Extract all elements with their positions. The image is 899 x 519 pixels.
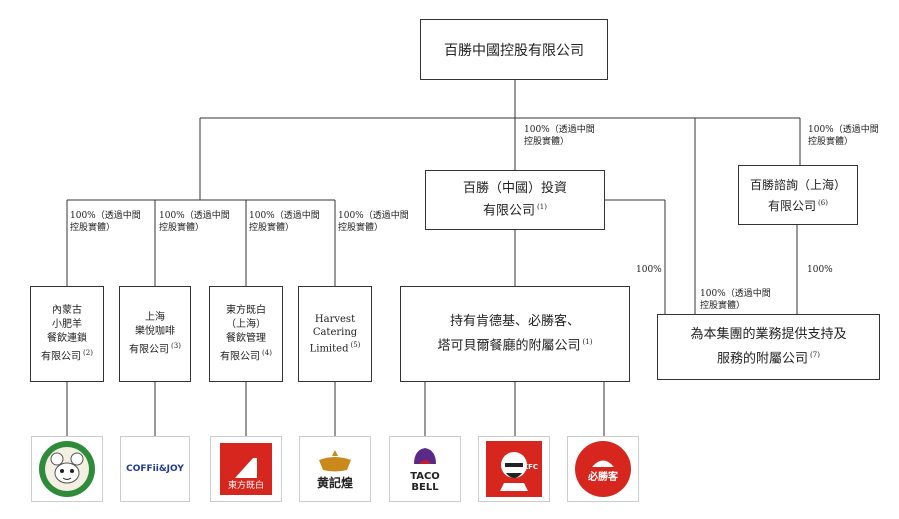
colonel-icon — [500, 452, 528, 491]
bell-wordmark: BELL — [411, 481, 439, 493]
pot-icon — [319, 449, 351, 471]
yum-china-investment-box: 百勝（中國）投資 有限公司(1) — [425, 170, 605, 230]
sub-box-little-sheep: 內蒙古 小肥羊 餐飲連鎖 有限公司(2) — [30, 286, 104, 382]
restaurant-subsidiaries-box: 持有肯德基、必勝客、 塔可貝爾餐廳的附屬公司(1) — [400, 286, 630, 382]
coffii-joy-logo: COFFii&JOY — [120, 436, 190, 502]
pct-label-invest: 100%（透過中間控股實體） — [524, 125, 595, 147]
pct-label-invest-services: 100% — [636, 265, 662, 275]
pct-label-sub1: 100%（透過中間控股實體） — [70, 211, 141, 233]
yum-consulting-box: 百勝諮詢（上海） 有限公司(6) — [738, 165, 858, 225]
east-dawning-mark-icon — [235, 458, 257, 478]
pct-label-sub3: 100%（透過中間控股實體） — [249, 211, 320, 233]
kfc-logo: KFC — [478, 436, 550, 502]
sheep-icon — [39, 441, 95, 497]
little-sheep-logo — [31, 436, 103, 502]
bell-icon — [414, 447, 436, 464]
invest-line2: 有限公司 — [483, 203, 536, 219]
consult-line2: 有限公司 — [768, 198, 817, 213]
pct-label-services: 100%（透過中間控股實體） — [700, 289, 771, 311]
pct-label-sub4: 100%（透過中間控股實體） — [338, 211, 409, 233]
sub-box-harvest-catering: Harvest Catering Limited(5) — [298, 286, 372, 382]
consult-note: (6) — [818, 198, 828, 207]
pct-label-consult: 100%（透過中間控股實體） — [808, 125, 879, 147]
taco-wordmark: TACO — [410, 470, 440, 482]
sub-box-coffii-joy: 上海 樂悅咖啡 有限公司(3) — [119, 286, 191, 382]
pizza-hut-wordmark: 必勝客 — [588, 471, 618, 483]
parent-company-box: 百勝中國控股有限公司 — [420, 19, 608, 80]
huang-ji-huang-logo: 黄記煌 — [299, 436, 371, 502]
invest-line1: 百勝（中國）投資 — [462, 181, 567, 197]
consult-line1: 百勝諮詢（上海） — [749, 177, 846, 192]
sub-box-east-dawning: 東方既白 （上海） 餐飲管理 有限公司(4) — [209, 286, 283, 382]
east-dawning-wordmark: 東方既白 — [227, 481, 264, 491]
parent-company-name: 百勝中國控股有限公司 — [444, 42, 584, 59]
pizza-hut-logo: 必勝客 — [567, 436, 639, 502]
pct-label-consult-services: 100% — [807, 265, 833, 275]
taco-bell-logo: TACO BELL — [389, 436, 461, 502]
invest-note: (1) — [537, 203, 547, 212]
coffii-joy-wordmark: COFFii&JOY — [126, 464, 184, 474]
pct-label-sub2: 100%（透過中間控股實體） — [159, 211, 230, 233]
east-dawning-logo: 東方既白 — [210, 436, 282, 502]
huang-ji-huang-wordmark: 黄記煌 — [316, 475, 353, 490]
roof-icon — [592, 460, 614, 467]
service-subsidiaries-box: 為本集團的業務提供支持及 服務的附屬公司(7) — [657, 314, 880, 380]
kfc-wordmark: KFC — [522, 463, 538, 471]
